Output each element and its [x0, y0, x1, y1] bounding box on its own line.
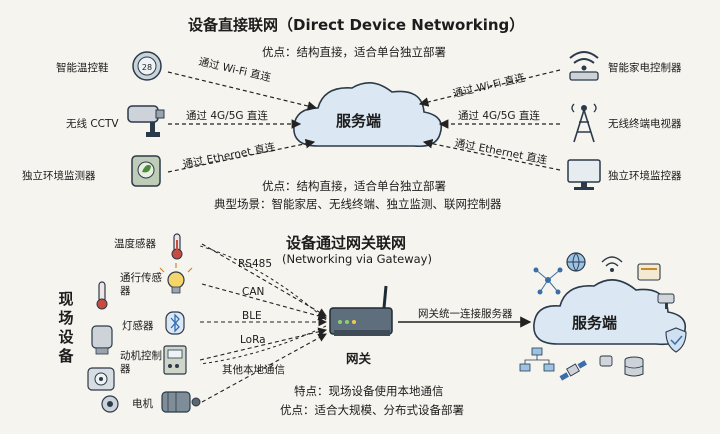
protocol-rs485: RS485 — [238, 258, 273, 270]
thermometer-icon — [171, 233, 183, 260]
device-home-controller: 智能家电控制器 — [608, 62, 682, 74]
device-light-sensor: 灯感器 — [122, 320, 154, 332]
top-scenarios: 典型场景：智能家居、无线终端、独立监测、联网控制器 — [214, 197, 502, 211]
protocol-local: 其他本地通信 — [222, 364, 285, 376]
gateway-edge-label: 网关统一连接服务器 — [418, 308, 513, 320]
network-hub-icon — [533, 267, 563, 295]
bottom-title: 设备通过网关联网 — [286, 234, 407, 252]
bottom-advantage: 优点：适合大规模、分布式设备部署 — [280, 403, 464, 417]
environment-monitor-icon — [131, 155, 161, 187]
wifi-router-icon — [569, 51, 599, 81]
electric-motor-icon — [161, 391, 201, 413]
gateway-router-icon — [329, 285, 393, 336]
light-bulb-icon — [159, 263, 193, 294]
bottom-subtitle: (Networking via Gateway) — [282, 252, 432, 266]
device-wireless-cctv: 无线 CCTV — [66, 118, 119, 130]
edge-label-4g-right: 通过 4G/5G 直连 — [458, 110, 540, 122]
cctv-camera-icon — [127, 105, 165, 137]
protocol-can: CAN — [242, 286, 265, 298]
edge-label-4g-left: 通过 4G/5G 直连 — [186, 110, 268, 122]
edge-local — [201, 333, 327, 403]
top-title: 设备直接联网（Direct Device Networking） — [188, 16, 525, 34]
bottom-cloud-label: 服务端 — [572, 314, 618, 332]
device-env-monitor: 独立环境监测器 — [22, 170, 96, 182]
edge-ethernet-right — [422, 138, 561, 171]
dashboard-window-icon — [637, 263, 661, 281]
protocol-ble: BLE — [242, 310, 262, 322]
device-wireless-tv: 无线终端电视器 — [608, 118, 682, 130]
top-advantage-2: 优点：结构直接，适合单台独立部署 — [262, 179, 446, 193]
field-sensor-cylinder-icon — [91, 325, 113, 355]
thermostat-value: 28 — [142, 63, 152, 72]
globe-icon — [566, 252, 586, 272]
field-gear-icon — [101, 395, 119, 413]
device-smart-thermostat: 智能温控鞋 — [56, 62, 109, 74]
cctv-small-icon — [657, 293, 675, 309]
field-devices-label: 现场设备 — [58, 290, 74, 365]
edge-can — [201, 283, 328, 321]
wifi-small-icon — [601, 256, 623, 272]
gateway-label: 网关 — [346, 351, 372, 366]
edge-wifi-left — [167, 71, 318, 111]
device-env-controller: 独立环境监控器 — [608, 170, 682, 182]
monitor-screen-icon — [567, 159, 601, 190]
edge-ethernet-left — [167, 138, 316, 173]
device-motor-controller: 动机控制器 — [120, 350, 162, 375]
thermostat-icon: 28 — [132, 51, 162, 81]
edge-wifi-right — [418, 69, 561, 107]
edge-lora — [199, 327, 328, 361]
device-temp-sensor: 温度感器 — [114, 238, 156, 250]
shield-icon — [665, 327, 687, 353]
top-cloud-label: 服务端 — [336, 112, 382, 130]
bluetooth-sensor-icon — [165, 311, 185, 335]
protocol-lora: LoRa — [240, 334, 266, 346]
database-icon — [624, 356, 644, 377]
edge-lora-b — [199, 325, 327, 365]
device-motor: 电机 — [132, 398, 153, 410]
field-thermometer-icon — [96, 281, 108, 310]
tree-network-icon — [519, 347, 555, 372]
satellite-icon — [559, 360, 587, 381]
device-pass-sensor: 通行传感器 — [120, 272, 162, 297]
edge-rs485-a — [201, 243, 327, 317]
cylinder-small-icon — [599, 355, 613, 367]
cell-tower-icon — [571, 103, 597, 143]
motor-controller-icon — [163, 345, 187, 375]
edge-rs485-b — [199, 245, 327, 321]
top-advantage: 优点：结构直接，适合单台独立部署 — [262, 45, 446, 59]
bottom-feature: 特点：现场设备使用本地通信 — [294, 384, 444, 398]
field-robot-icon — [87, 367, 115, 391]
